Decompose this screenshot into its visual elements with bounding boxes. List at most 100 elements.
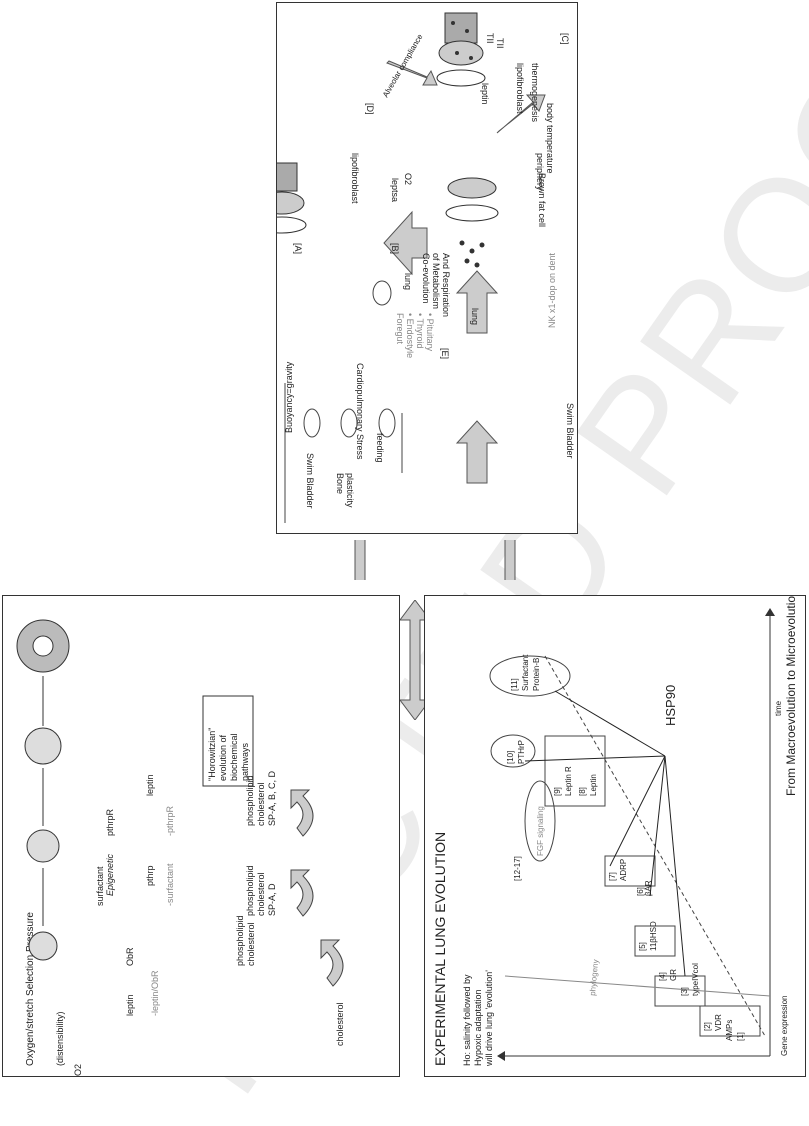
panel-evolution-cycle: [A] [B] [C] [D] [E] O2 lung lipofibrobla…	[257, 2, 578, 534]
right-n11: [11]	[510, 678, 519, 691]
right-vdr: VDR	[714, 1014, 723, 1031]
left-leptin: leptin	[125, 994, 135, 1016]
left-pc2-3: SP-A, D	[267, 883, 277, 916]
right-surf: Surfactant	[521, 654, 530, 691]
right-adrp: ADRP	[619, 859, 628, 881]
phylogeny-line	[504, 975, 771, 997]
right-hsp90: HSP90	[663, 685, 678, 726]
cell-a	[257, 162, 307, 234]
label-tii-a: TII	[495, 38, 505, 49]
label-d: [D]	[365, 103, 375, 115]
label-cardio: Cardiopulmonary Stress	[355, 363, 365, 460]
cell-b	[445, 177, 499, 268]
ellipse-pthrp	[490, 734, 536, 768]
arrow-bodytemp	[496, 94, 546, 134]
label-nkx: NK x1-dop on dent	[547, 252, 557, 328]
label-leptin-a: leptsa	[390, 178, 400, 202]
left-pthrp: pthrp	[145, 865, 155, 886]
label-foregut-1: Foregut	[395, 313, 405, 345]
label-leptin-c: leptin	[480, 83, 490, 105]
left-pthrpr: pthrpR	[105, 808, 115, 836]
left-neg-leptin: -leptin/ObR	[150, 970, 160, 1016]
label-bone-1: Bone	[335, 473, 345, 494]
label-alveolar: Alveolar compliance	[381, 32, 425, 99]
arrow-feeding-up	[455, 270, 499, 334]
right-gr: GR	[669, 969, 678, 981]
label-lipofibroblast-a: lipofibroblast	[350, 153, 360, 204]
label-coevolution-3: And Respiration	[441, 253, 451, 317]
horowitzian-box	[202, 695, 254, 787]
right-ylabel: Gene expression	[780, 996, 789, 1056]
left-pc1-2: cholesterol	[246, 922, 256, 966]
right-title: EXPERIMENTAL LUNG EVOLUTION	[432, 832, 448, 1066]
left-pc2-2: cholesterol	[256, 872, 266, 916]
right-n3: [3]	[680, 987, 689, 996]
evolution-cycle-figure: [A] [B] [C] [D] [E] O2 lung lipofibrobla…	[257, 12, 575, 523]
label-e: [E]	[440, 348, 450, 359]
connector-top-left	[344, 540, 376, 580]
right-fgf: FGF signaling	[536, 806, 545, 856]
left-cholesterol: cholesterol	[335, 1002, 345, 1046]
arrow-alveolar	[386, 60, 438, 86]
right-n10: [10]	[506, 751, 515, 764]
label-swim-bladder-1: Swim Bladder	[305, 453, 315, 509]
left-o2: O2	[73, 1064, 83, 1076]
right-hypothesis-3: will drive lung 'evolution'	[484, 970, 494, 1067]
right-typeiv: typeIVcol	[691, 963, 700, 996]
label-bone-2: plasticity	[345, 473, 355, 508]
label-lung: lung	[403, 273, 413, 290]
arrow-lung-to-fat	[383, 210, 428, 276]
right-n1217: [12-17]	[513, 856, 522, 881]
right-n5: [5]	[638, 942, 647, 951]
left-distensibility: (distensibility)	[55, 1011, 65, 1066]
ellipse-surfactant	[489, 655, 571, 697]
experimental-figure: EXPERIMENTAL LUNG EVOLUTION Ho: salinity…	[432, 589, 798, 1067]
left-epigenetic: Epigenetic	[105, 853, 115, 896]
alveolus-series	[16, 619, 70, 961]
label-coevolution-2: of Metabolism	[431, 253, 441, 309]
horowitzian-1: "Horowitzian"	[207, 728, 217, 781]
left-neg-surfactant: -surfactant	[165, 863, 175, 906]
label-brown-fat: Brown fat cell	[537, 173, 547, 227]
right-leptin: Leptin	[589, 774, 598, 796]
right-n7: [7]	[608, 872, 617, 881]
label-swim-bladder-2: Swim Bladder	[565, 403, 575, 459]
left-title: Oxygen/stretch Selection Pressure	[25, 912, 36, 1066]
right-n1: [1]	[736, 1032, 745, 1041]
label-coevolution-1: Co-evolution	[421, 253, 431, 304]
horowitzian-2: evolution of	[218, 734, 228, 781]
left-pc3-2: cholesterol	[256, 782, 266, 826]
cell-c	[436, 12, 486, 87]
label-periphery: periphery	[535, 153, 545, 191]
fish-figures	[284, 280, 403, 523]
label-feeding: feeding	[375, 433, 385, 463]
left-leptin-2: leptin	[145, 774, 155, 796]
label-thermogenesis: thermogenesis	[530, 63, 540, 123]
label-tii-c: TII	[485, 33, 495, 44]
right-hypothesis-1: Ho: salinity followed by	[462, 974, 472, 1066]
connector-left-right	[400, 600, 430, 720]
right-n8: [8]	[578, 787, 587, 796]
right-bar: βAR	[644, 880, 653, 896]
left-pc2-1: phospholipid	[245, 865, 255, 916]
left-pc3-3: SP-A, B, C, D	[267, 770, 277, 826]
right-xlabel: time	[774, 700, 783, 716]
label-foregut-3: • Thyroid	[415, 313, 425, 349]
panel-experimental-lung-evolution: EXPERIMENTAL LUNG EVOLUTION Ho: salinity…	[424, 589, 806, 1077]
right-leptinR: Leptin R	[564, 766, 573, 796]
oxygen-stretch-figure: Oxygen/stretch Selection Pressure (diste…	[16, 619, 345, 1076]
label-body-temp: body temperature	[545, 103, 555, 174]
right-hsd: 11βHSD	[649, 921, 658, 951]
right-hypothesis-2: Hypoxic adaptation	[473, 989, 483, 1066]
right-phylogeny: phylogeny	[588, 959, 600, 996]
left-pc1-1: phospholipid	[235, 915, 245, 966]
connector-top-right	[494, 540, 526, 580]
left-surfactant: surfactant	[95, 866, 105, 906]
label-buoyancy: Buoyancy=gravity	[284, 361, 294, 433]
label-foregut-4: • Pituitary	[425, 313, 435, 352]
label-a: [A]	[293, 243, 303, 254]
right-footer: From Macroevolution to Microevolution	[784, 596, 798, 796]
label-b: [B]	[390, 243, 400, 254]
horowitzian-3: biochemical	[229, 733, 239, 781]
right-amps: AMPs	[725, 1020, 734, 1041]
